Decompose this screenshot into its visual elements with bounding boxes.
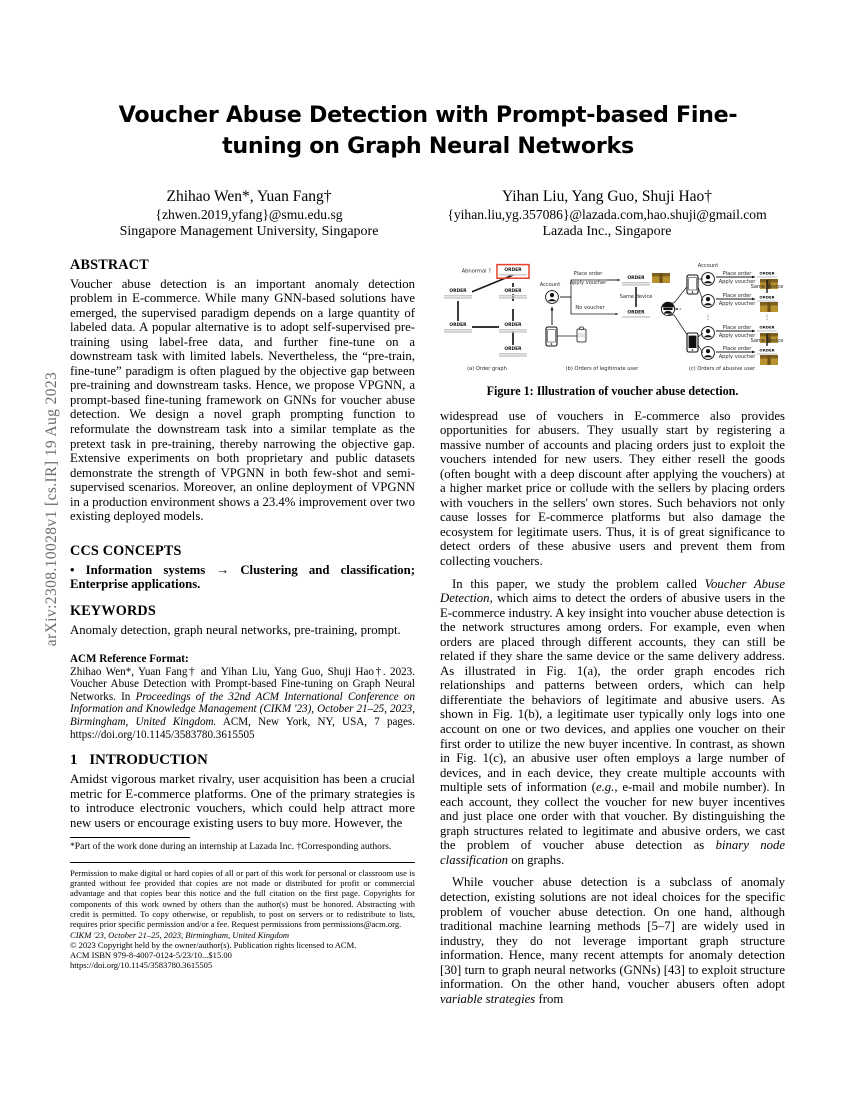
panel-c-abusive-user: Account Place order Apply voucher Place … bbox=[660, 263, 784, 372]
place-order-label: Place order bbox=[574, 271, 604, 277]
order-node-label: ORDER bbox=[759, 270, 774, 275]
place-order-label: Place order bbox=[723, 271, 753, 277]
permission-divider bbox=[70, 861, 415, 863]
footnote-text: *Part of the work done during an interns… bbox=[70, 841, 392, 853]
ellipsis: ⋮ bbox=[764, 315, 770, 321]
same-device-label: Same device bbox=[751, 338, 784, 344]
apply-voucher-label: Apply voucher bbox=[719, 301, 757, 307]
author-names: Zhihao Wen*, Yuan Fang† bbox=[166, 188, 332, 205]
author-affiliation: Lazada Inc., Singapore bbox=[542, 224, 672, 239]
rp2-c: , e-mail and mobile number). In each acc… bbox=[440, 780, 785, 853]
acm-reference-heading: ACM Reference Format: bbox=[70, 652, 189, 665]
intro-paragraph-1: Amidst vigorous market rivalry, user acq… bbox=[70, 772, 415, 830]
apply-voucher-label: Apply voucher bbox=[719, 279, 757, 285]
no-voucher-label: No voucher bbox=[575, 305, 605, 311]
ccs-concepts-text: • Information systems → Clustering and c… bbox=[70, 562, 415, 592]
apply-voucher-label: Apply voucher bbox=[570, 280, 608, 286]
page-title: Voucher Abuse Detection with Prompt-base… bbox=[118, 102, 738, 159]
permission-text: Permission to make digital or hard copie… bbox=[70, 867, 415, 930]
account-label: Account bbox=[698, 263, 719, 269]
ellipsis: ⋮ bbox=[705, 315, 711, 321]
author-email: {yihan.liu,yg.357086}@lazada.com,hao.shu… bbox=[447, 206, 767, 222]
rp2-i3: binary node classification bbox=[440, 838, 785, 867]
permission-isbn: ACM ISBN 979-8-4007-0124-5/23/10...$15.0… bbox=[70, 950, 232, 961]
author-affiliation: Singapore Management University, Singapo… bbox=[119, 224, 379, 239]
place-order-label: Place order bbox=[723, 346, 753, 352]
right-column: ORDER bbox=[440, 257, 785, 1007]
voucher-abuse-illustration: ORDER bbox=[444, 263, 784, 372]
panel-c-caption: (c) Orders of abusive user bbox=[689, 366, 756, 372]
panel-b-legitimate-user: Account bbox=[540, 271, 670, 372]
account-label: Account bbox=[540, 282, 561, 288]
section-title: INTRODUCTION bbox=[89, 752, 208, 769]
left-column: ABSTRACT Voucher abuse detection is an i… bbox=[70, 257, 415, 1007]
rp2-d: on graphs. bbox=[508, 852, 565, 867]
rp3-b: from bbox=[535, 991, 564, 1006]
right-paragraph-1: widespread use of vouchers in E-commerce… bbox=[440, 408, 785, 568]
acm-ref-proceedings: Proceedings of the 32nd ACM Internationa… bbox=[70, 690, 415, 728]
permission-conference-italic: CIKM '23, October 21–25, 2023, Birmingha… bbox=[70, 929, 290, 940]
author-block-2: Yihan Liu, Yang Guo, Shuji Hao† {yihan.l… bbox=[428, 188, 786, 241]
permission-doi: https://doi.org/10.1145/3583780.3615505 bbox=[70, 960, 213, 971]
panel-a-caption: (a) Order graph bbox=[467, 366, 507, 372]
author-list: Zhihao Wen*, Yuan Fang† {zhwen.2019,yfan… bbox=[70, 188, 786, 241]
order-node-label: ORDER bbox=[504, 267, 522, 273]
figure-1: ORDER bbox=[440, 257, 785, 399]
right-paragraph-2: In this paper, we study the problem call… bbox=[440, 577, 785, 868]
rp2-b: , which aims to detect the orders of abu… bbox=[440, 591, 785, 795]
arxiv-stamp: arXiv:2308.10028v1 [cs.IR] 19 Aug 2023 bbox=[43, 371, 60, 647]
paper-page: Voucher Abuse Detection with Prompt-base… bbox=[70, 100, 786, 1006]
figure-1-caption: Figure 1: Illustration of voucher abuse … bbox=[486, 383, 739, 398]
permission-conference: CIKM '23, October 21–25, 2023, Birmingha… bbox=[70, 930, 415, 940]
keywords-text: Anomaly detection, graph neural networks… bbox=[70, 622, 401, 637]
place-order-label: Place order bbox=[723, 293, 753, 299]
same-device-label: Same device bbox=[751, 284, 784, 290]
two-column-body: ABSTRACT Voucher abuse detection is an i… bbox=[70, 257, 786, 1007]
rp2-i1: Voucher Abuse Detection bbox=[440, 576, 785, 606]
figure-1-image: ORDER bbox=[440, 257, 785, 375]
order-node-label: ORDER bbox=[759, 324, 774, 329]
ccs-concepts-heading: CCS CONCEPTS bbox=[70, 542, 182, 559]
right-paragraph-3: While voucher abuse detection is a subcl… bbox=[440, 875, 785, 1006]
same-device-label: Same device bbox=[620, 294, 653, 300]
section-number: 1 bbox=[70, 752, 78, 769]
author-block-1: Zhihao Wen*, Yuan Fang† {zhwen.2019,yfan… bbox=[70, 188, 428, 241]
acm-ref-part-a: Zhihao Wen*, Yuan Fang† and Yihan Liu, Y… bbox=[70, 665, 415, 703]
panel-b-caption: (b) Orders of legitimate user bbox=[566, 366, 640, 372]
order-node-label: ORDER bbox=[759, 294, 774, 299]
order-node-label: ORDER bbox=[759, 347, 774, 352]
apply-voucher-label: Apply voucher bbox=[719, 333, 757, 339]
rp3-a: While voucher abuse detection is a subcl… bbox=[440, 875, 785, 992]
author-names: Yihan Liu, Yang Guo, Shuji Hao† bbox=[501, 188, 713, 205]
place-order-label: Place order bbox=[723, 325, 753, 331]
panel-a-order-graph: ORDER Abnormal ? (a) Order graph bbox=[444, 263, 530, 372]
introduction-heading: 1 INTRODUCTION bbox=[70, 752, 415, 769]
rp2-i2: e.g. bbox=[595, 780, 615, 795]
acm-reference-text: Zhihao Wen*, Yuan Fang† and Yihan Liu, Y… bbox=[70, 666, 415, 742]
abstract-text: Voucher abuse detection is an important … bbox=[70, 276, 415, 524]
author-email: {zhwen.2019,yfang}@smu.edu.sg bbox=[155, 206, 343, 222]
order-node-label: ORDER bbox=[627, 309, 645, 315]
abstract-heading: ABSTRACT bbox=[70, 256, 149, 273]
footnote-divider bbox=[70, 837, 190, 839]
permission-copyright: © 2023 Copyright held by the owner/autho… bbox=[70, 939, 357, 950]
acm-ref-part-b: ACM, New York, NY, USA, 7 pages. https:/… bbox=[70, 715, 415, 741]
keywords-heading: KEYWORDS bbox=[70, 602, 156, 619]
rp2-a: In this paper, we study the problem call… bbox=[452, 576, 705, 591]
abnormal-label: Abnormal ? bbox=[462, 268, 492, 274]
apply-voucher-label: Apply voucher bbox=[719, 354, 757, 360]
rp3-i1: variable strategies bbox=[440, 991, 536, 1006]
